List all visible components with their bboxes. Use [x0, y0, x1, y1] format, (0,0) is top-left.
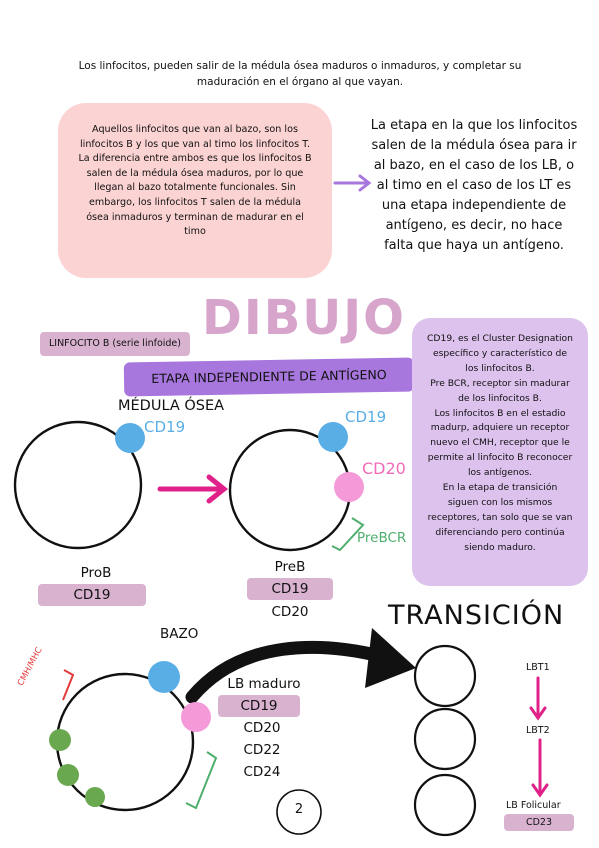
def-line: Pre BCR, receptor sin madurar [430, 377, 570, 389]
purple-arrow-icon [333, 174, 372, 192]
cmh-bracket [62, 669, 75, 701]
def-line: Los linfocitos B en el estadio [434, 407, 566, 419]
preb-name: PreB [274, 559, 306, 575]
lb-maduro-cd22: CD22 [243, 742, 281, 758]
cd20-marker-preb [334, 472, 364, 502]
def-line: En la etapa de transición [442, 482, 558, 494]
bazo-label: BAZO [160, 626, 199, 642]
pink-line: llegan al bazo totalmente funcionales. S… [94, 182, 296, 194]
intro-line-1: Los linfocitos, pueden salir de la médul… [78, 60, 522, 72]
transition-cell-3 [413, 773, 477, 837]
lb-maduro-cd19-tag: CD19 [218, 695, 300, 717]
pink-line: linfocitos B y los que van al timo los l… [80, 138, 310, 150]
cmh-marker [57, 764, 79, 786]
cd19-marker-bazo [148, 661, 180, 693]
cd19-label-prob: CD19 [144, 418, 186, 436]
def-line: los antígenos. [467, 467, 533, 479]
lb-folicular-cd23-tag: CD23 [504, 814, 574, 831]
cmh-marker [85, 787, 105, 807]
intro-text: Los linfocitos, pueden salir de la médul… [70, 58, 530, 90]
def-line: siendo maduro. [464, 541, 536, 553]
down-arrow-icon [531, 738, 549, 798]
down-arrow-icon [529, 676, 547, 721]
intro-line-2: maduración en el órgano al que vayan. [196, 76, 404, 88]
black-curved-arrow-icon [185, 628, 416, 704]
etapa-banner: ETAPA INDEPENDIENTE DE ANTÍGENO [123, 357, 415, 397]
prebcr-bracket [331, 517, 365, 552]
right-line: falta que haya un antígeno. [384, 238, 564, 253]
cd20-label: CD20 [362, 459, 406, 478]
transition-cell-1 [413, 644, 477, 708]
def-line: madurp, adquiere un receptor [430, 422, 570, 434]
cd19-label-preb: CD19 [345, 408, 387, 426]
pink-line: embargo, los linfocitos T salen de la mé… [89, 196, 301, 208]
lb-maduro-cd20: CD20 [243, 720, 281, 736]
pink-line: salen de la médula ósea maduros, por lo … [86, 167, 304, 179]
definitions-box: CD19, es el Cluster Designation específi… [412, 318, 588, 586]
cd19-marker-preb [318, 422, 348, 452]
lb-maduro-cell [55, 672, 195, 812]
lbt1-label: LBT1 [526, 662, 550, 673]
lb-maduro-name: LB maduro [227, 676, 301, 692]
right-line: antígeno, es decir, no hace [385, 218, 563, 233]
def-line: receptores, tan solo que se van [427, 511, 573, 523]
def-line: nuevo el CMH, receptor que le [430, 437, 570, 449]
pink-line: timo [184, 226, 206, 238]
def-line: diferenciando pero continúa [435, 526, 565, 538]
cd20-marker-bazo [181, 702, 211, 732]
lb-folicular-label: LB Folicular [506, 800, 561, 811]
dibujo-heading: DIBUJO [202, 290, 406, 346]
lbt2-label: LBT2 [526, 725, 550, 736]
right-paragraph: La etapa en la que los linfocitos salen … [362, 116, 586, 256]
magenta-arrow-icon [157, 474, 229, 504]
pink-line: ósea inmaduros y terminan de madurar en … [86, 211, 304, 223]
medula-osea-label: MÉDULA ÓSEA [118, 398, 225, 414]
def-line: permite al linfocito B reconocer [427, 452, 573, 464]
def-line: siguen con los mismos [447, 496, 553, 508]
transition-cell-2 [413, 707, 477, 771]
prebcr-label: PreBCR [357, 530, 407, 546]
prob-cell [13, 420, 143, 550]
lb-maduro-cd24: CD24 [243, 764, 281, 780]
transicion-heading: TRANSICIÓN [388, 600, 565, 631]
right-line: al timo en el caso de los LT es [376, 178, 572, 193]
page-number-circle [276, 789, 322, 835]
def-line: específico y característico de [432, 347, 567, 359]
preb-cd20: CD20 [271, 604, 309, 620]
pink-note-box: Aquellos linfocitos que van al bazo, son… [58, 103, 332, 278]
prob-name: ProB [80, 565, 112, 581]
right-line: una etapa independiente de [381, 198, 567, 213]
def-line: los linfocitos B. [465, 362, 535, 374]
prob-cd19-tag: CD19 [38, 584, 146, 606]
right-line: salen de la médula ósea para ir [371, 138, 577, 153]
pink-line: Aquellos linfocitos que van al bazo, son… [92, 124, 298, 135]
pink-line: La diferencia entre ambos es que los lin… [78, 153, 312, 165]
bazo-green-bracket [185, 751, 218, 810]
def-line: de los linfocitos B. [458, 392, 542, 404]
linfocito-tag: LINFOCITO B (serie linfoide) [40, 332, 190, 356]
preb-cd19-tag: CD19 [247, 578, 333, 600]
cd19-marker-prob [115, 423, 145, 453]
right-line: al bazo, en el caso de los LB, o [373, 158, 575, 173]
cmh-marker [49, 729, 71, 751]
right-line: La etapa en la que los linfocitos [370, 118, 578, 133]
def-line: CD19, es el Cluster Designation [427, 333, 573, 344]
page-number: 2 [294, 802, 304, 817]
